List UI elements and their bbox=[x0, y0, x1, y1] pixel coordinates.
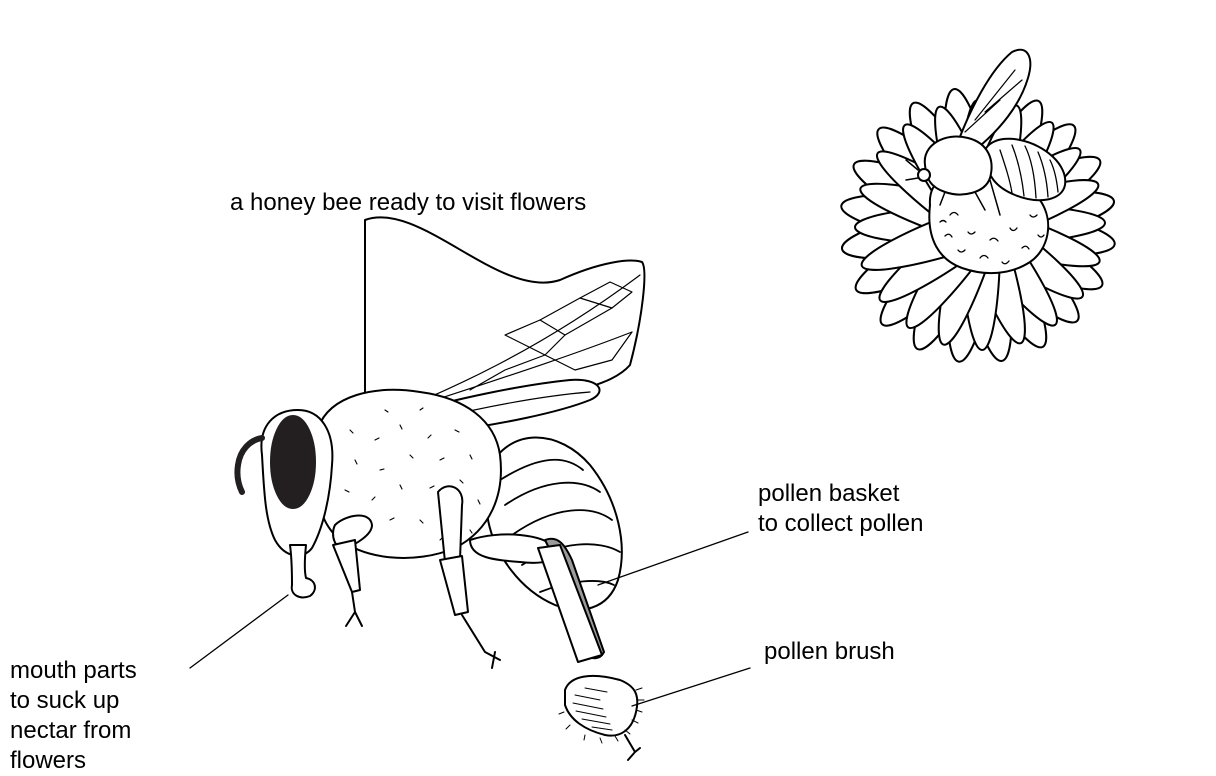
compound-eye bbox=[271, 416, 315, 508]
daisy-flower bbox=[838, 50, 1118, 365]
label-mouth-parts-line-3: nectar from bbox=[10, 716, 137, 746]
middle-leg-lower bbox=[440, 556, 468, 615]
honey-bee bbox=[237, 217, 644, 760]
label-mouth-parts-line-4: flowers bbox=[10, 746, 137, 776]
leader-lines bbox=[190, 532, 750, 706]
label-pollen-brush: pollen brush bbox=[764, 637, 895, 667]
pollen-brush-segment bbox=[565, 676, 637, 736]
diagram-title: a honey bee ready to visit flowers bbox=[230, 188, 586, 218]
small-bee-thorax bbox=[925, 137, 992, 195]
antenna bbox=[237, 438, 262, 492]
leader-mouth-parts bbox=[190, 595, 288, 668]
label-mouth-parts-line-1: mouth parts bbox=[10, 656, 137, 686]
mouth-parts bbox=[290, 545, 315, 597]
label-mouth-parts: mouth parts to suck up nectar from flowe… bbox=[10, 656, 137, 776]
label-mouth-parts-line-2: to suck up bbox=[10, 686, 137, 716]
label-pollen-basket-line-1: pollen basket bbox=[758, 479, 923, 509]
label-pollen-basket-line-2: to collect pollen bbox=[758, 509, 923, 539]
front-leg-lower bbox=[333, 540, 360, 592]
label-pollen-basket: pollen basket to collect pollen bbox=[758, 479, 923, 539]
leader-pollen-brush bbox=[632, 668, 750, 706]
